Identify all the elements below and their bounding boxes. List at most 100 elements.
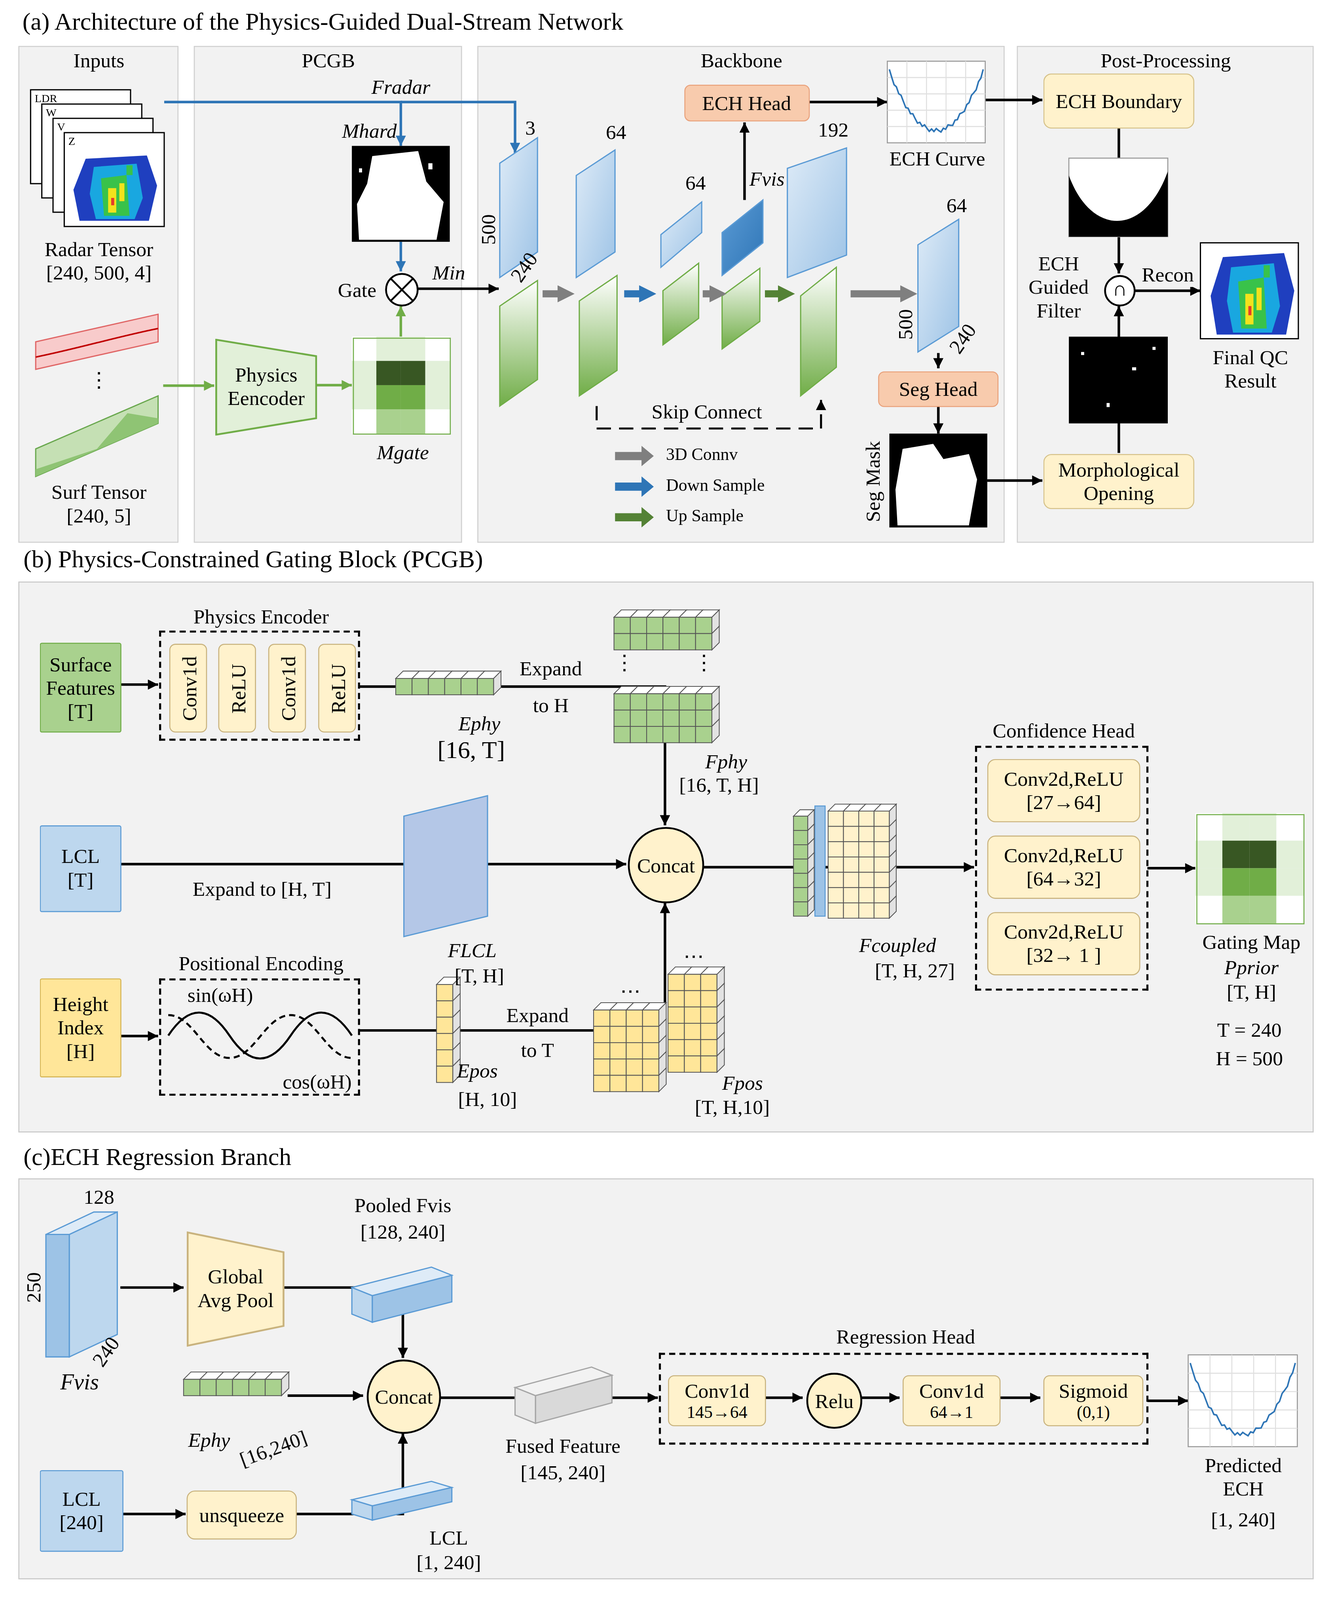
connector xyxy=(987,479,1043,482)
annotation-label: Fradar xyxy=(371,75,431,99)
node-text: Surface Features [T] xyxy=(45,652,116,723)
annotation-label: Min xyxy=(432,261,466,285)
layer-box: ReLU xyxy=(318,643,356,733)
node-text: Conv1d xyxy=(684,1378,750,1402)
node-text: Conv1d xyxy=(177,656,201,721)
node-text: Concat xyxy=(375,1384,433,1408)
node-text: ECH Guided Filter xyxy=(1021,252,1096,323)
layer-box: Conv2d,ReLU [27→64] xyxy=(987,758,1141,823)
process-box: unsqueeze xyxy=(186,1489,297,1539)
mask-image: Mhard xyxy=(352,146,451,243)
node-text: Regression Head xyxy=(836,1324,976,1349)
node-text: Radar Tensor [240, 500, 4] xyxy=(27,237,171,285)
annotation-label: [T, H, 27] xyxy=(874,958,955,983)
connector xyxy=(120,1034,158,1037)
annotation-label: 500 xyxy=(476,214,501,245)
section-panel: Post-ProcessingECH Boundary∩ECH Guided F… xyxy=(1017,45,1314,543)
node-text: (0,1) xyxy=(1076,1402,1110,1422)
input-box: Height Index [H] xyxy=(39,977,122,1077)
annotation-label: 128 xyxy=(83,1185,114,1209)
node-text: Morphological Opening xyxy=(1050,457,1188,505)
annotation-label: H = 500 xyxy=(1216,1046,1283,1070)
node-text: (b) Physics-Constrained Gating Block (PC… xyxy=(23,545,483,574)
annotation-label: 64 xyxy=(685,171,706,195)
group-box: Physics EncoderConv1dReLUConv1dReLU xyxy=(159,630,361,741)
node-text: ECH Curve xyxy=(889,146,986,171)
group-box: Positional Encodingsin(ωH)cos(ωH) xyxy=(159,978,361,1096)
annotation-label: [128, 240] xyxy=(360,1219,446,1243)
annotation-label: 64 xyxy=(605,120,627,144)
legend-text: Up Sample xyxy=(666,505,744,526)
edge-label: Recon xyxy=(1138,263,1197,287)
node-text: (c)ECH Regression Branch xyxy=(23,1143,292,1172)
activation-circle: Relu xyxy=(805,1371,863,1429)
node-text: Post-Processing xyxy=(1100,49,1231,73)
node-text: 145→64 xyxy=(686,1402,748,1422)
node-text: Sigmoid xyxy=(1058,1378,1129,1402)
node-text: Physics Encoder xyxy=(193,604,329,629)
layer-box: Conv2d,ReLU [32→ 1 ] xyxy=(987,911,1141,976)
annotation-label: 3 xyxy=(525,116,536,140)
connector xyxy=(163,384,215,387)
legend-text: Down Sample xyxy=(666,475,765,496)
annotation-label: Expand xyxy=(519,656,582,681)
node-text: Z xyxy=(68,134,76,148)
layer-box: Conv1d145→64 xyxy=(667,1374,766,1426)
annotation-label: Ephy xyxy=(187,1427,230,1452)
node-text: Surf Tensor [240, 5] xyxy=(32,480,166,528)
annotation-label: Fpos xyxy=(722,1070,763,1095)
annotation-label: Skip Connect xyxy=(651,399,762,424)
node-text: LCL [240] xyxy=(47,1487,117,1535)
node-text: Mgate xyxy=(376,440,429,464)
head-box: Seg Head xyxy=(878,370,999,407)
layer-box: Sigmoid(0,1) xyxy=(1043,1374,1144,1426)
layer-box: Conv1d xyxy=(268,643,306,733)
gate-map: Mgate xyxy=(352,337,451,435)
curve-image: Predicted ECH[1, 240] xyxy=(1189,1355,1299,1448)
input-box: Surface Features [T] xyxy=(39,642,122,733)
node-text: (a) Architecture of the Physics-Guided D… xyxy=(22,8,624,37)
node-text: Seg Mask xyxy=(861,440,885,522)
node-text: 64→1 xyxy=(929,1402,974,1422)
concat-circle: Concat xyxy=(366,1358,442,1435)
annotation-label: 500 xyxy=(893,309,918,340)
connector xyxy=(1147,866,1196,870)
node-text: [T, H] xyxy=(1226,980,1277,1004)
annotation-label: [T, H] xyxy=(454,963,505,988)
annotation-label: [16, T, H] xyxy=(679,773,759,797)
gate-map: Gating MapPprior[T, H] xyxy=(1196,814,1305,925)
node-text: Conv2d,ReLU [64→32] xyxy=(994,843,1134,891)
node-text: Conv1d xyxy=(276,656,300,721)
radar-tensor: LDRWVZRadar Tensor [240, 500, 4] xyxy=(31,90,166,228)
filter-operator: ∩ECH Guided Filter xyxy=(1103,274,1137,307)
connector xyxy=(762,1396,803,1399)
connector xyxy=(399,241,403,272)
encoder-block: Physics Eencoder xyxy=(215,337,318,435)
connector xyxy=(985,98,1043,101)
legend-swatch xyxy=(614,445,656,467)
pool-block: Global Avg Pool xyxy=(186,1230,285,1346)
node-text: sin(ωH) xyxy=(187,983,254,1007)
annotation-label: ⋮ xyxy=(614,650,635,674)
node-text: LCL [T] xyxy=(47,844,115,892)
node-text: Gate xyxy=(337,278,377,302)
node-text: Conv2d,ReLU [32→ 1 ] xyxy=(994,920,1134,968)
head-box: ECH Head xyxy=(683,84,810,122)
result-image: Final QC Result xyxy=(1201,243,1300,340)
annotation-label: [145, 240] xyxy=(520,1460,606,1484)
node-text: Positional Encoding xyxy=(178,951,344,976)
connector xyxy=(316,383,352,387)
node-text: Conv1d xyxy=(919,1378,984,1402)
node-text: Physics Eencoder xyxy=(221,363,312,411)
layer-box: ReLU xyxy=(218,643,257,733)
annotation-label: [1, 240] xyxy=(416,1550,481,1574)
process-box: ECH Boundary xyxy=(1043,73,1195,129)
node-text: Backbone xyxy=(700,49,783,73)
node-text: Gating Map xyxy=(1202,930,1301,954)
annotation-label: [16, T] xyxy=(437,736,505,765)
gate-operator: Gate xyxy=(384,272,420,308)
node-text: ∩ xyxy=(1112,277,1128,301)
node-text: [1, 240] xyxy=(1210,1507,1276,1531)
node-outline xyxy=(215,337,318,435)
section-panel: InputsLDRWVZRadar Tensor [240, 500, 4]⋮S… xyxy=(18,45,179,543)
